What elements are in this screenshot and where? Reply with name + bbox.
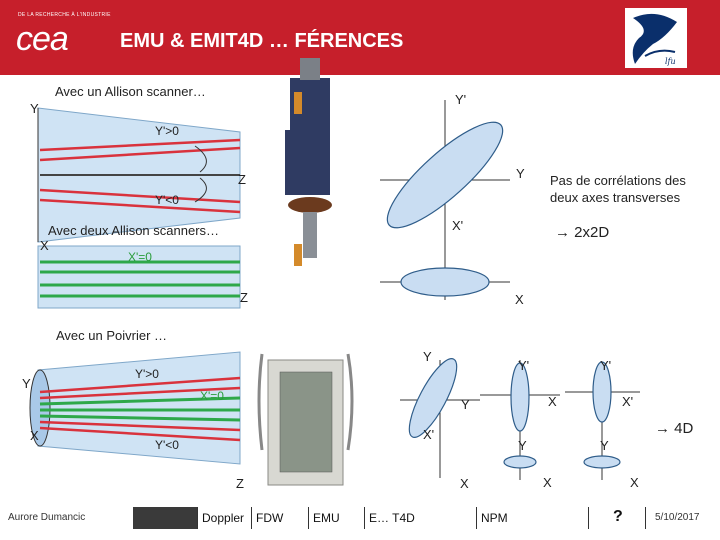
pepperpot-mask-device xyxy=(257,353,354,486)
section1-z-axis-label: Z xyxy=(238,172,246,187)
footer-nav-question[interactable]: ? xyxy=(588,507,646,529)
section3-caption: Avec un Poivrier … xyxy=(56,328,168,343)
beam-rays-2 xyxy=(40,260,240,298)
footer-nav-emu[interactable]: EMU xyxy=(308,507,363,529)
footer-nav-doppler[interactable]: Doppler xyxy=(197,507,249,529)
footer-nav-npm[interactable]: NPM xyxy=(476,507,586,529)
svg-text:lfu: lfu xyxy=(665,57,676,66)
plot4-x-label: X xyxy=(548,394,557,409)
plot4-yp-label: Y' xyxy=(518,358,530,373)
footer-nav-emit4d[interactable]: E… T4D xyxy=(364,507,474,529)
phase-plot-y-yp xyxy=(380,100,510,255)
partner-logo-icon: lfu xyxy=(632,13,677,66)
plot6-x-label: X xyxy=(543,475,552,490)
beam-envelope-2 xyxy=(37,245,241,309)
section3-x-axis-label: X xyxy=(30,428,39,443)
footer-nav-fdw[interactable]: FDW xyxy=(251,507,306,529)
section1-y-axis-label: Y xyxy=(30,101,39,116)
cea-logo: cea xyxy=(16,20,69,58)
plot5-y-label: Y xyxy=(600,438,609,453)
section1-yp-negative: Y'<0 xyxy=(155,193,179,207)
phase-plot-4d-2 xyxy=(480,360,560,480)
beam-rays-3 xyxy=(39,376,241,442)
correlation-note: Pas de corrélations des deux axes transv… xyxy=(550,173,686,205)
section3-z-axis-label: Z xyxy=(236,476,244,491)
plot7-x-label: X xyxy=(630,475,639,490)
plot3-x-label: X xyxy=(460,476,469,491)
plot2-x-label: X xyxy=(515,292,524,307)
footer-date: 5/10/2017 xyxy=(655,512,700,523)
section1-caption: Avec un Allison scanner… xyxy=(55,84,206,99)
section3-yp-positive: Y'>0 xyxy=(135,367,159,381)
phase-plot-4d-1 xyxy=(400,358,480,478)
section2-caption: Avec deux Allison scanners… xyxy=(48,223,220,238)
plot3-y-label: Y xyxy=(423,349,432,364)
section2-x-axis-label: X xyxy=(40,238,49,253)
plot2-xp-label: X' xyxy=(452,218,464,233)
section3-y-axis-label: Y xyxy=(22,376,31,391)
plot3-xp-label: X' xyxy=(423,427,435,442)
allison-scanner-device-2 xyxy=(285,130,332,266)
footer-nav-blank[interactable] xyxy=(133,507,197,529)
section2-z-axis-label: Z xyxy=(240,290,248,305)
logo-subtext: DE LA RECHERCHE À L'INDUSTRIE xyxy=(18,12,111,18)
plot5-yp-label: Y' xyxy=(600,358,612,373)
beam-rays-1 xyxy=(39,138,241,214)
phase-plot-4d-3 xyxy=(565,361,640,480)
section1-yp-positive: Y'>0 xyxy=(155,124,179,138)
result-4d: → 4D xyxy=(655,420,694,437)
section3-xp-zero: X'=0 xyxy=(200,389,224,403)
plot5-xp-label: X' xyxy=(622,394,634,409)
section3-yp-negative: Y'<0 xyxy=(155,438,179,452)
page-title: EMU & EMIT4D … FÉRENCES xyxy=(120,30,404,52)
plot6-y-label: Y xyxy=(518,438,527,453)
footer-author: Aurore Dumancic xyxy=(8,512,86,523)
header-bar: DE LA RECHERCHE À L'INDUSTRIE cea EMU & … xyxy=(0,0,720,75)
partner-logo: lfu xyxy=(625,8,687,68)
plot4-y-label: Y xyxy=(461,397,470,412)
result-2x2d: → 2x2D xyxy=(555,224,610,241)
section2-xp-zero: X'=0 xyxy=(128,250,152,264)
plot1-y-label: Y xyxy=(516,166,525,181)
plot1-yp-label: Y' xyxy=(455,92,467,107)
phase-plot-x-xp xyxy=(380,232,510,300)
